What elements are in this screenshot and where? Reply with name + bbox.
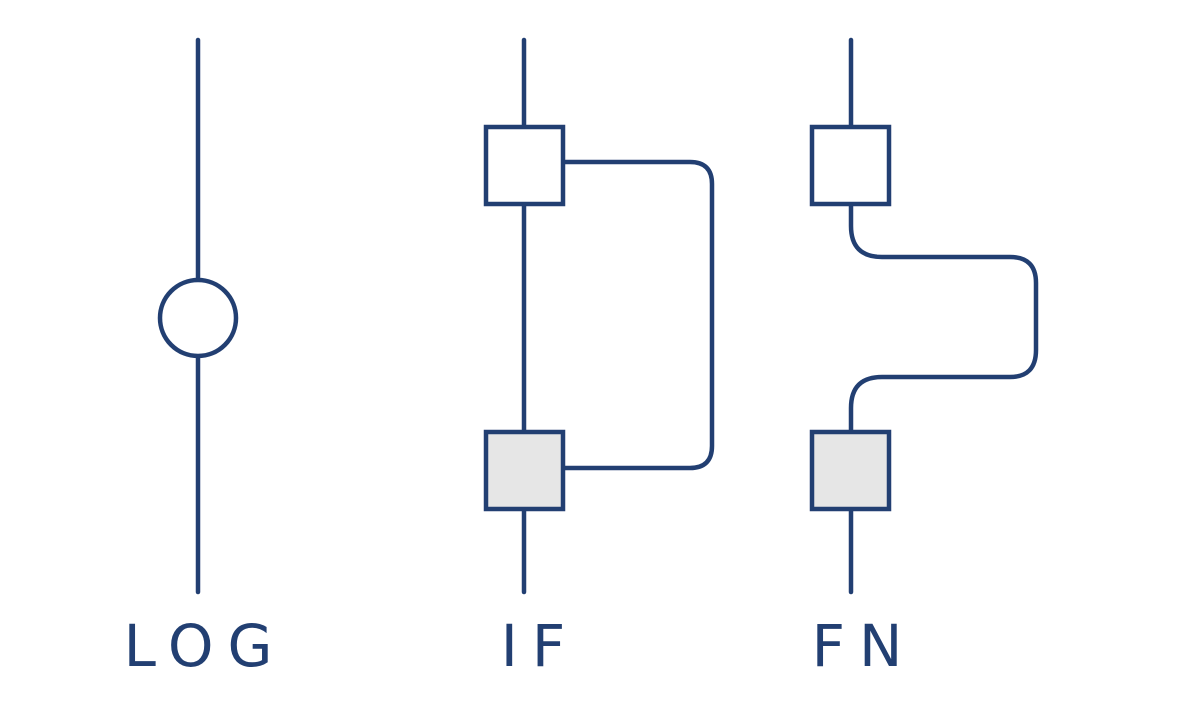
fn-call-node bbox=[809, 124, 892, 207]
log-label: LOG bbox=[124, 612, 287, 680]
fn-diagram: FN bbox=[809, 37, 1039, 680]
fn-label: FN bbox=[812, 612, 917, 680]
if-condition-node bbox=[483, 124, 566, 207]
if-branch-path bbox=[560, 159, 715, 471]
log-node-circle bbox=[157, 277, 239, 359]
if-diagram: IF bbox=[483, 37, 715, 680]
fn-return-node bbox=[809, 429, 892, 512]
if-label: IF bbox=[501, 612, 579, 680]
log-diagram: LOG bbox=[124, 37, 287, 680]
if-merge-node bbox=[483, 429, 566, 512]
fn-detour-path bbox=[848, 201, 1039, 435]
